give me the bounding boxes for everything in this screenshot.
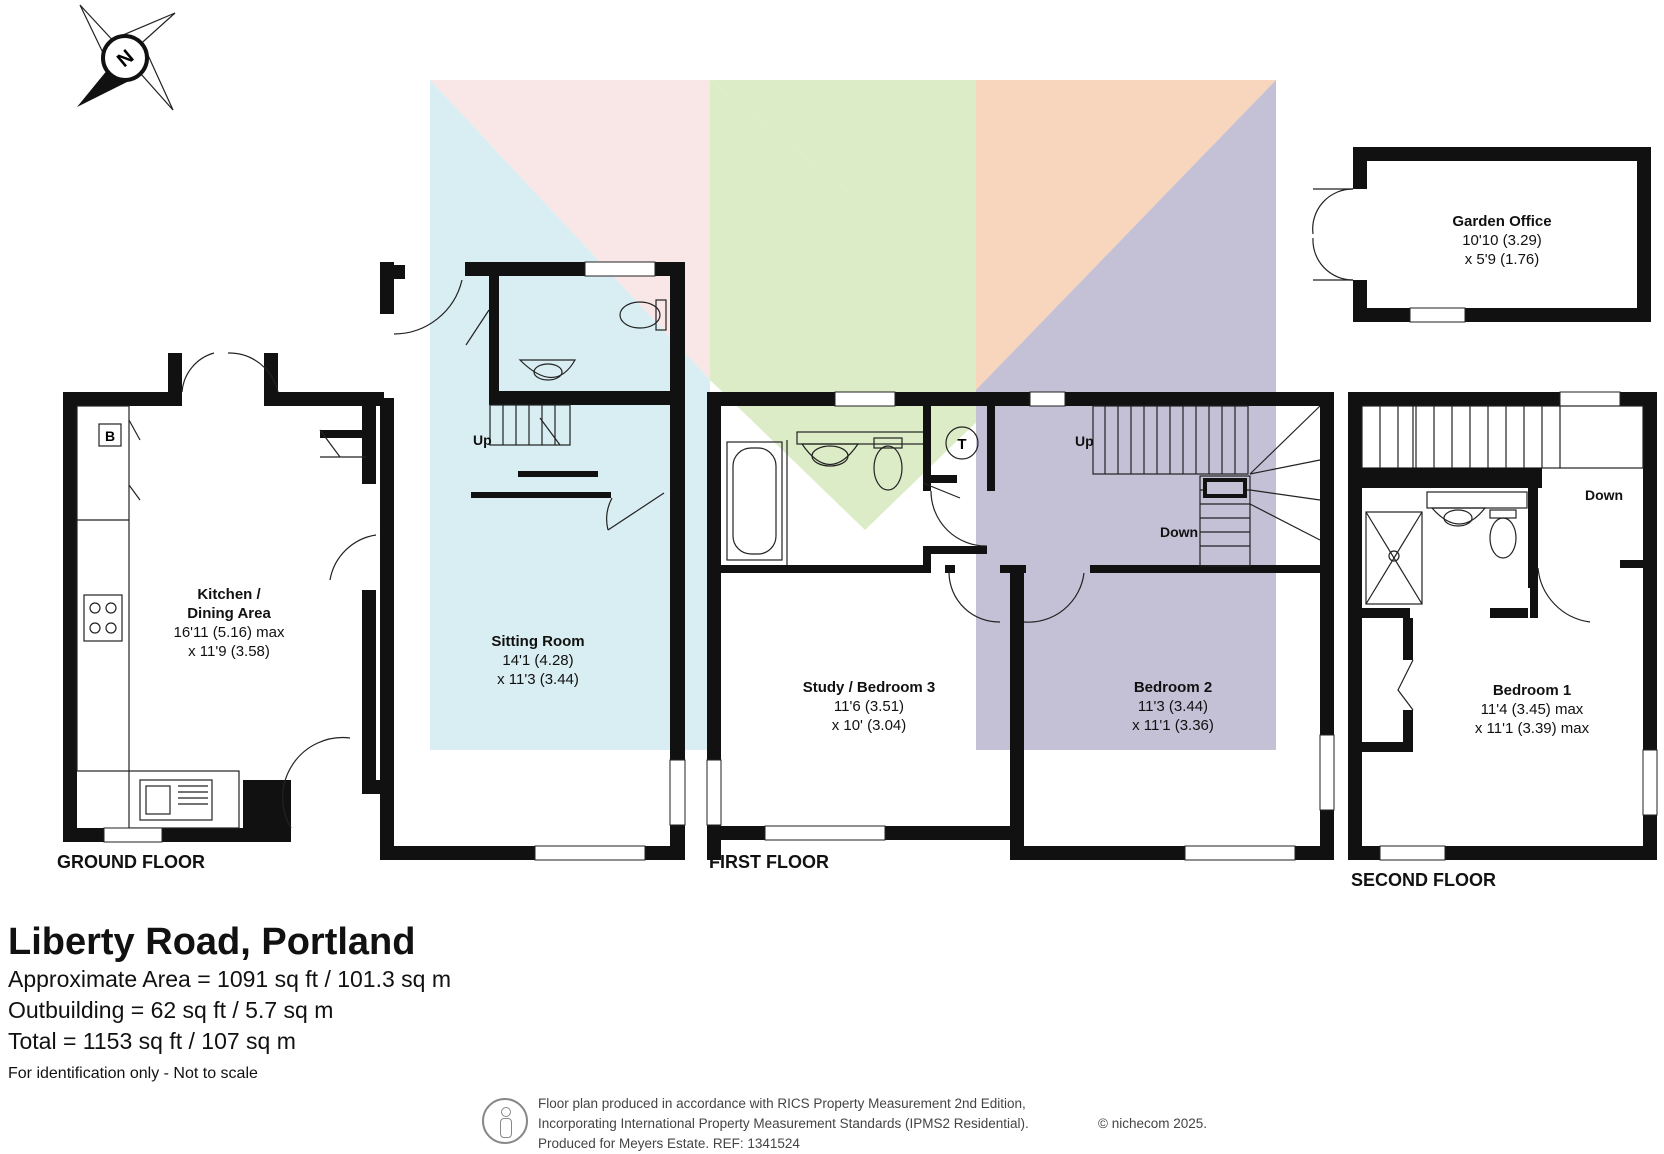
- tank-label: T: [957, 436, 966, 453]
- outbuilding-area: Outbuilding = 62 sq ft / 5.7 sq m: [8, 997, 334, 1023]
- sitting-room-dim-2: x 11'3 (3.44): [497, 671, 579, 688]
- study-dim-2: x 10' (3.04): [832, 717, 907, 734]
- first-down-label: Down: [1160, 524, 1198, 540]
- hob-icon: [83, 594, 123, 642]
- garden-office-dim-1: 10'10 (3.29): [1462, 232, 1542, 249]
- sitting-room-dim-1: 14'1 (4.28): [502, 652, 573, 669]
- footer-line-2: Incorporating International Property Mea…: [538, 1116, 1029, 1131]
- ground-floor-label: GROUND FLOOR: [57, 852, 205, 872]
- kitchen-name-1: Kitchen /: [197, 586, 261, 603]
- shower-toilet-icon: [1489, 509, 1517, 559]
- garden-office-plan: [1312, 147, 1651, 323]
- shower-icon: [1365, 511, 1423, 605]
- first-floor-stairs: [1092, 405, 1321, 567]
- first-floor-plan: T: [706, 391, 1335, 861]
- bath-icon: [726, 441, 783, 561]
- ground-floor-plan: B: [63, 261, 686, 861]
- kitchen-name-2: Dining Area: [187, 605, 271, 622]
- boiler-label: B: [105, 428, 115, 444]
- rics-person-icon: [482, 1098, 528, 1144]
- sitting-room-name: Sitting Room: [491, 633, 584, 650]
- kitchen-dim-2: x 11'9 (3.58): [188, 643, 270, 660]
- wc-basin-icon: [518, 359, 577, 381]
- tank-icon: [945, 426, 979, 460]
- first-floor-label: FIRST FLOOR: [709, 852, 829, 872]
- garden-office-dim-2: x 5'9 (1.76): [1465, 251, 1540, 268]
- footer-line-1: Floor plan produced in accordance with R…: [538, 1096, 1026, 1111]
- study-dim-1: 11'6 (3.51): [834, 698, 904, 715]
- watermark-logo: [430, 80, 1276, 750]
- property-info: Liberty Road, Portland Approximate Area …: [8, 920, 451, 1087]
- total-area: Total = 1153 sq ft / 107 sq m: [8, 1028, 296, 1054]
- boiler-icon: [98, 423, 122, 447]
- second-floor-plan: Down: [1348, 391, 1658, 861]
- footer-line-3: Produced for Meyers Estate. REF: 1341524: [538, 1136, 800, 1151]
- shower-basin-icon: [1430, 507, 1487, 527]
- kitchen-sink-icon: [139, 779, 213, 821]
- ground-stairs: [489, 404, 571, 446]
- bedroom1-name: Bedroom 1: [1493, 682, 1571, 699]
- bedroom2-name: Bedroom 2: [1134, 679, 1212, 696]
- wc-toilet-icon: [619, 299, 667, 331]
- compass-north-icon: N: [77, 4, 176, 111]
- toilet-icon: [873, 437, 903, 491]
- second-floor-label: SECOND FLOOR: [1351, 870, 1496, 890]
- footer-text: Floor plan produced in accordance with R…: [538, 1094, 1207, 1154]
- bedroom2-dim-2: x 11'1 (3.36): [1132, 717, 1214, 734]
- bedroom2-dim-1: 11'3 (3.44): [1138, 698, 1208, 715]
- kitchen-dim-1: 16'11 (5.16) max: [174, 624, 285, 641]
- bedroom1-dim-2: x 11'1 (3.39) max: [1475, 720, 1590, 737]
- bedroom1-dim-1: 11'4 (3.45) max: [1481, 701, 1584, 718]
- basin-icon: [800, 443, 860, 467]
- second-floor-stairs: [1361, 405, 1644, 469]
- first-up-label: Up: [1075, 433, 1094, 449]
- second-down-label: Down: [1585, 487, 1623, 503]
- approximate-area: Approximate Area = 1091 sq ft / 101.3 sq…: [8, 966, 452, 992]
- ground-up-label: Up: [473, 432, 492, 448]
- disclaimer-note: For identification only - Not to scale: [8, 1065, 258, 1082]
- study-name: Study / Bedroom 3: [803, 679, 936, 696]
- property-title: Liberty Road, Portland: [8, 921, 416, 963]
- garden-office-name: Garden Office: [1452, 213, 1551, 230]
- footer-copyright: © nichecom 2025.: [1098, 1116, 1208, 1131]
